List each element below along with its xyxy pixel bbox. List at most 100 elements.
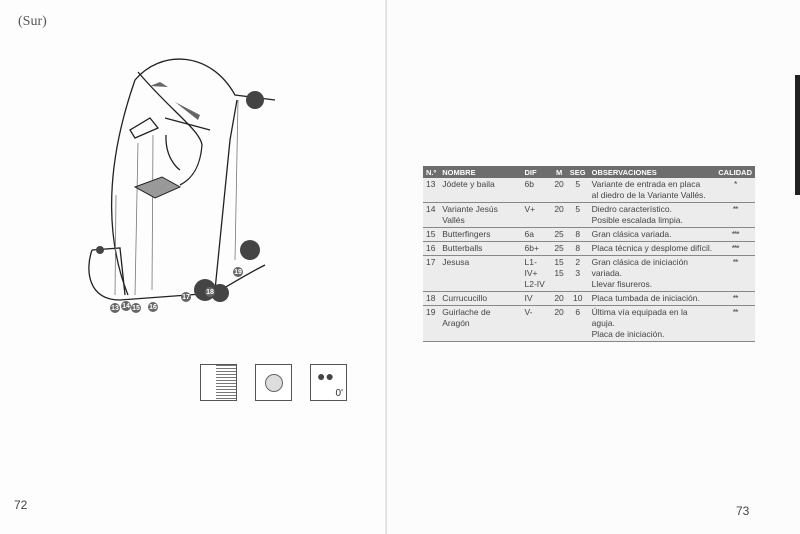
cell-m: 20: [551, 305, 567, 342]
cell-text: **: [732, 204, 739, 214]
cell-m: 25: [551, 241, 567, 256]
cell-text: 20: [554, 204, 564, 214]
cell-obs: Placa tumbada de iniciación.: [588, 291, 716, 306]
footprints-icon: ●● 0': [310, 364, 347, 401]
cell-text: Placa de iniciación.: [591, 329, 665, 339]
cell-m: 25: [551, 227, 567, 242]
cell-m: 20: [551, 291, 567, 306]
cell-text: 8: [575, 229, 581, 239]
cell-m: 20: [551, 178, 567, 203]
page-edge-tab: [795, 75, 800, 195]
cell-seg: 8: [566, 241, 589, 256]
cell-dif: 6b: [521, 178, 552, 203]
cell-text: **: [732, 307, 739, 317]
cell-calidad: ***: [715, 227, 755, 242]
cell-text: 20: [554, 293, 564, 303]
sun-icon: [255, 364, 292, 401]
routes-table: N.º NOMBRE DIF M SEG OBSERVACIONES CALID…: [423, 166, 755, 342]
cell-text: Placa tumbada de iniciación.: [591, 293, 700, 303]
cell-text: ***: [731, 243, 740, 253]
cell-text: Guirlache de Aragón: [442, 307, 491, 328]
cell-text: 6a: [524, 229, 534, 239]
cell-text: Posible escalada limpia.: [591, 215, 683, 225]
cell-text: V+: [524, 204, 536, 214]
cell-text: 10: [572, 293, 583, 303]
cell-text: Variante Jesús Vallés: [442, 204, 498, 225]
col-seg: SEG: [566, 166, 589, 178]
cell-text: 20: [554, 179, 564, 189]
cell-seg: 8: [566, 227, 589, 242]
cell-dif: V-: [521, 305, 552, 342]
cell-text: Gran clásica variada.: [591, 229, 672, 239]
cell-text: 18: [426, 293, 436, 303]
cell-text: 20: [554, 307, 564, 317]
route-marker: 17: [182, 294, 190, 301]
cell-dif: 6a: [521, 227, 552, 242]
cell-obs: Última vía equipada en la aguja.Placa de…: [588, 305, 716, 342]
cell-obs: Diedro característico.Posible escalada l…: [588, 202, 716, 228]
page-fold: [385, 0, 388, 534]
table-header: N.º NOMBRE DIF M SEG OBSERVACIONES CALID…: [423, 166, 755, 178]
cell-text: Llevar fisureros.: [591, 279, 653, 289]
route-marker: 13: [111, 305, 119, 312]
cell-n: 14: [423, 202, 440, 228]
cell-nombre: Jódete y baila: [439, 178, 522, 203]
col-n: N.º: [423, 166, 440, 178]
cell-seg: 5: [566, 202, 589, 228]
cell-n: 15: [423, 227, 440, 242]
cell-text: 5: [575, 179, 581, 189]
cell-calidad: **: [715, 255, 755, 292]
cell-obs: Gran clásica variada.: [588, 227, 716, 242]
route-marker: 18: [206, 289, 214, 296]
col-nombre: NOMBRE: [439, 166, 522, 178]
col-calidad: CALIDAD: [715, 166, 755, 178]
cell-n: 13: [423, 178, 440, 203]
col-observaciones: OBSERVACIONES: [588, 166, 716, 178]
cell-text: Jesusa: [442, 257, 470, 267]
page-number: 72: [14, 498, 28, 512]
cell-text: al diedro de la Variante Vallés.: [591, 190, 706, 200]
cell-text: 13: [426, 179, 436, 189]
climber-wall-icon: [200, 364, 237, 401]
cell-calidad: **: [715, 305, 755, 342]
cell-dif: 6b+: [521, 241, 552, 256]
cell-text: Variante de entrada en placa: [591, 179, 701, 189]
col-dif: DIF: [521, 166, 552, 178]
route-marker: 19: [234, 269, 242, 276]
route-marker: 16: [149, 304, 157, 311]
cell-calidad: ***: [715, 241, 755, 256]
cell-text: 17: [426, 257, 436, 267]
page-number: 73: [736, 504, 750, 518]
cell-text: 5: [575, 204, 581, 214]
cell-text: V-: [524, 307, 533, 317]
cell-seg: 5: [566, 178, 589, 203]
cell-calidad: **: [715, 291, 755, 306]
cell-text: ***: [731, 229, 740, 239]
cell-nombre: Jesusa: [439, 255, 522, 292]
cell-text: 3: [575, 268, 581, 278]
cell-text: 25: [554, 243, 564, 253]
cell-text: Última vía equipada en la aguja.: [591, 307, 688, 328]
cell-m: 20: [551, 202, 567, 228]
cell-text: Diedro característico.: [591, 204, 672, 214]
cell-seg: 6: [566, 305, 589, 342]
cell-dif: L1-IV+L2-IV: [521, 255, 552, 292]
cell-seg: 10: [566, 291, 589, 306]
cell-nombre: Butterballs: [439, 241, 522, 256]
cell-nombre: Variante Jesús Vallés: [439, 202, 522, 228]
cell-obs: Placa técnica y desplome difícil.: [588, 241, 716, 256]
cell-text: Currucucillo: [442, 293, 488, 303]
cell-text: *: [733, 179, 737, 189]
cell-nombre: Butterfingers: [439, 227, 522, 242]
cell-nombre: Currucucillo: [439, 291, 522, 306]
cell-text: Gran clásica de iniciación variada.: [591, 257, 689, 278]
cell-text: L1-IV+: [524, 257, 538, 278]
